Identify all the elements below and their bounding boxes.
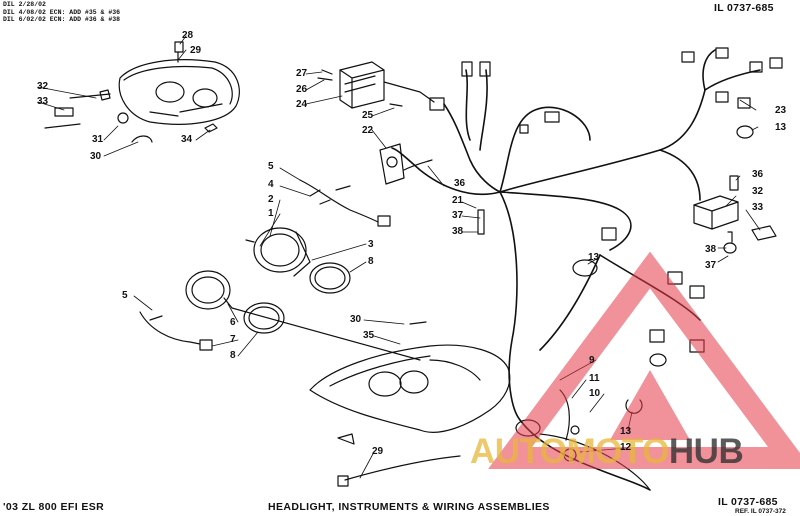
relay-bracket — [379, 143, 485, 235]
instrument-hood — [309, 321, 511, 445]
revision-notes: DIL 2/28/02 DIL 4/08/02 ECN: ADD #35 & #… — [3, 1, 120, 24]
watermark-moto: MOTO — [566, 432, 670, 471]
callout-20: 27 — [296, 68, 308, 79]
watermark-logo — [488, 251, 800, 469]
callout-13-bottom: 13 — [620, 426, 632, 437]
callout-14: 21 — [452, 195, 464, 206]
fuse-box — [693, 175, 777, 254]
callout-13-mid: 13 — [588, 252, 600, 263]
callout-38: 38 — [705, 244, 717, 255]
callout-28: 35 — [363, 330, 375, 341]
callout-9: 9 — [589, 355, 595, 366]
gauge-upper — [245, 179, 391, 294]
callout-7: 7 — [230, 334, 236, 345]
callout-34: 37 — [452, 210, 464, 221]
model-label: '03 ZL 800 EFI ESR — [3, 501, 105, 513]
headlight-assembly — [44, 41, 240, 143]
diagram-title: HEADLIGHT, INSTRUMENTS & WIRING ASSEMBLI… — [268, 501, 550, 513]
watermark-auto: AUTO — [470, 432, 567, 471]
callout-21: 28 — [182, 30, 194, 41]
callout-5-lower: 5 — [122, 290, 128, 301]
callout-2: 2 — [268, 194, 274, 205]
callout-17: 24 — [296, 99, 308, 110]
callout-31: 36 — [454, 178, 466, 189]
watermark-text: AUTOMOTOHUB — [470, 432, 744, 472]
callout-37: 37 — [705, 260, 717, 271]
illustration-code-top: IL 0737-685 — [714, 2, 774, 14]
revision-note: DIL 2/28/02 — [3, 1, 46, 8]
callout-3: 3 — [368, 239, 374, 250]
callout-10: 10 — [589, 388, 601, 399]
callout-26: 33 — [37, 96, 49, 107]
revision-note: DIL 4/08/02 ECN: ADD #35 & #36 — [3, 8, 121, 16]
callout-19: 26 — [296, 84, 308, 95]
callout-27: 34 — [181, 134, 193, 145]
callout-25: 32 — [37, 81, 49, 92]
watermark-hub: HUB — [668, 432, 744, 471]
callout-13-top: 13 — [775, 122, 787, 133]
callout-15: 22 — [362, 125, 374, 136]
callout-1: 1 — [268, 208, 274, 219]
revision-note: DIL 6/02/02 ECN: ADD #36 & #38 — [3, 16, 121, 23]
gauge-lower — [139, 270, 421, 361]
callout-8-upper: 8 — [368, 256, 374, 267]
callout-29: 29 — [372, 446, 384, 457]
callout-32: 32 — [752, 186, 764, 197]
callout-16: 23 — [775, 105, 787, 116]
callout-8-lower: 8 — [230, 350, 236, 361]
reference-code: REF. IL 0737-372 — [735, 508, 786, 515]
callout-35: 38 — [452, 226, 464, 237]
callout-36: 36 — [752, 169, 764, 180]
callout-23: 30 — [90, 151, 102, 162]
callout-22: 29 — [190, 45, 202, 56]
callout-24: 31 — [92, 134, 104, 145]
callout-33: 33 — [752, 202, 764, 213]
callout-5-upper: 5 — [268, 161, 274, 172]
callout-4: 4 — [268, 179, 274, 190]
voltage-regulator — [317, 61, 445, 111]
callout-30: 30 — [350, 314, 362, 325]
callout-12: 12 — [620, 442, 632, 453]
callout-18: 25 — [362, 110, 374, 121]
callout-11: 11 — [589, 373, 600, 384]
illustration-code-bottom: IL 0737-685 — [718, 496, 778, 508]
harness-connectors — [461, 47, 783, 367]
callout-6: 6 — [230, 317, 236, 328]
